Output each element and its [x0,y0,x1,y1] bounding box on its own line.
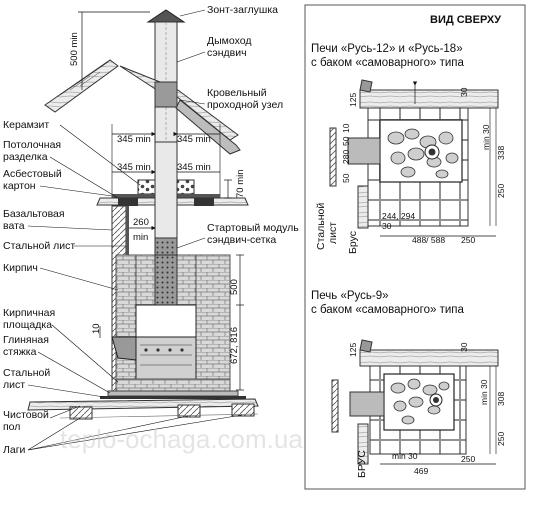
label-brick-platform-2: площадка [3,319,52,331]
label-steel-bottom-1: Стальной [3,367,50,379]
label-brick-platform-1: Кирпичная [3,307,55,319]
dim-top-244: 244, 294 [382,211,415,221]
label-starter-2: сэндвич-сетка [207,234,276,246]
dim-bot-30: 30 [459,342,469,352]
dim-door-gap: 10 [91,323,102,334]
dim-bot-250-bottom: 250 [461,454,475,464]
top-view-panel: ВИД СВЕРХУ Печи «Русь-12» и «Русь-18» с … [304,4,526,490]
bottom-title-line2: с баком «самоварного» типа [311,304,465,316]
roof [44,59,241,155]
label-bot-brus: БРУС [356,450,368,478]
chimney-cap-shape [146,9,186,23]
dim-bot-125: 125 [348,343,358,357]
dim-bot-308: 308 [496,392,506,406]
dim-top-250-side: 250 [496,184,506,198]
label-roof-node-1: Кровельный [207,87,267,99]
dim-roof-top: 500 min [69,32,80,66]
bottom-title-line1: Печь «Русь-9» [311,290,389,302]
steel-sheet-bottom-layer [100,396,246,399]
dim-top-50b: 50 [341,173,351,183]
brick-column [115,254,231,391]
plan-rus-9 [331,339,499,465]
label-expanded-clay: Керамзит [3,119,49,131]
label-ceiling-cut-1: Потолочная [3,139,61,151]
watermark-text: teplo-ochaga.com.ua [60,424,303,454]
label-starter-1: Стартовый модуль [207,222,299,234]
dim-top-280: 280 [341,150,351,164]
dim-bot-250-side: 250 [496,432,506,446]
dim-brick-height: 672, 816 [229,327,240,364]
label-chimney-cap: Зонт-заглушка [207,4,278,16]
label-basalt-1: Базальтовая [3,208,65,220]
dim-top-488: 488/ 588 [412,235,445,245]
dim-start-gap-unit: min [133,232,148,243]
label-joists: Лаги [3,444,26,456]
dim-bot-469: 469 [414,466,428,476]
dim-top-30a: 30 [459,87,469,97]
label-finish-floor-2: пол [3,421,20,433]
stove-body [111,304,197,380]
label-top-brus: Брус [347,231,359,254]
dim-top-125: 125 [348,93,358,107]
top-title-line1: Печи «Русь-12» и «Русь-18» [311,43,463,55]
label-chimney-pipe-2: сэндвич [207,47,247,59]
label-finish-floor-1: Чистовой [3,409,49,421]
dim-top-30b: 30 [382,221,392,231]
chimney-pipe-mid [154,141,178,239]
dim-top-10: 10 [341,123,351,133]
label-asbestos-2: картон [3,180,36,192]
label-clay-screed-1: Глиняная [3,334,49,346]
label-top-steel-1: Стальной [315,203,327,250]
brick-platform [115,378,231,392]
dim-top-338: 338 [496,146,506,160]
plan-rus-12-18 [329,79,499,229]
label-steel-bottom-2: лист [3,379,25,391]
section-view: 500 min 345 min 345 min 345 min 345 min … [3,4,299,456]
label-basalt-2: вата [3,220,25,232]
dim-ceil-height: 70 min [235,169,246,198]
dim-ceil-right: 345 min [177,162,211,173]
label-ceiling-cut-2: разделка [3,151,48,163]
floor [27,398,259,420]
clay-screed-layer [107,390,239,397]
dim-start-gap: 260 [133,217,149,228]
top-view-header: ВИД СВЕРХУ [430,14,501,26]
label-asbestos-1: Асбестовый [3,168,62,180]
dim-top-50: 50 [341,136,351,146]
top-title-line2: с баком «самоварного» типа [311,57,465,69]
dim-top-250-bottom: 250 [461,235,475,245]
dim-brick-top: 500 [229,279,240,295]
dim-ceil-left: 345 min [117,162,151,173]
label-steel-top: Стальной лист [3,240,75,252]
label-top-steel-2: лист [327,222,339,244]
dim-top-min30: min 30 [481,124,491,150]
dim-bot-min30-bottom: min 30 [392,451,418,461]
dim-roof-left: 345 min [117,134,151,145]
dim-bot-min30: min 30 [479,379,489,405]
label-brick: Кирпич [3,262,38,274]
dim-roof-right: 345 min [177,134,211,145]
label-roof-node-2: проходной узел [207,99,283,111]
label-chimney-pipe-1: Дымоход [207,35,251,47]
label-clay-screed-2: стяжка [3,346,37,358]
